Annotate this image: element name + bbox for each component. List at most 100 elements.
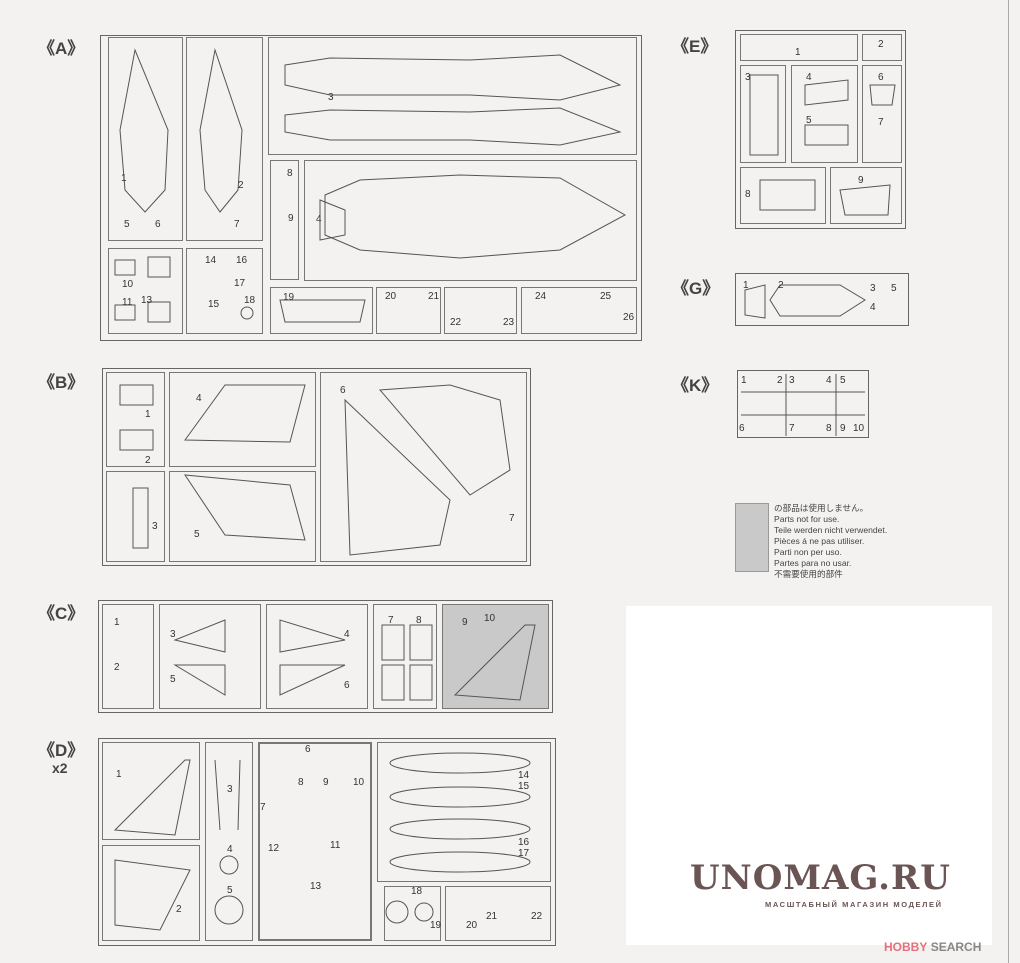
sprue-b-cell <box>106 372 165 467</box>
part-number-b: 6 <box>340 385 346 396</box>
part-number-b: 3 <box>152 521 158 532</box>
legend-line: の部品は使用しません。 <box>774 503 869 513</box>
part-number-a: 8 <box>287 168 293 179</box>
part-number-d: 12 <box>268 843 280 854</box>
part-number-a: 19 <box>283 292 295 303</box>
part-number-a: 1 <box>121 173 127 184</box>
sprue-c-cell <box>102 604 154 709</box>
part-number-a: 21 <box>428 291 440 302</box>
part-number-d: 16 <box>518 837 530 848</box>
part-number-g: 2 <box>778 280 784 291</box>
sprue-label-k: 《K》 <box>672 376 719 395</box>
sprue-c-cell <box>373 604 437 709</box>
watermark-subtitle: МАСШТАБНЫЙ МАГАЗИН МОДЕЛЕЙ <box>765 900 943 909</box>
sprue-label-e: 《E》 <box>672 37 718 56</box>
legend-line: Partes para no usar. <box>774 558 852 568</box>
part-number-e: 7 <box>878 117 884 128</box>
watermark-logo: UNOMAG.RU <box>690 858 951 898</box>
part-number-d: 3 <box>227 784 233 795</box>
part-number-a: 4 <box>316 214 322 225</box>
part-number-c: 3 <box>170 629 176 640</box>
part-number-e: 1 <box>795 47 801 58</box>
sprue-b-frame <box>102 368 531 566</box>
part-number-e: 2 <box>878 39 884 50</box>
part-number-b: 5 <box>194 529 200 540</box>
unused-parts-legend: の部品は使用しません。 Parts not for use. Teile wer… <box>774 503 887 580</box>
sprue-label-g: 《G》 <box>672 279 720 298</box>
sprue-label-a: 《A》 <box>38 39 85 58</box>
sprue-c-frame <box>98 600 553 713</box>
part-number-d: 17 <box>518 848 530 859</box>
sprue-e-cell <box>791 65 858 163</box>
part-number-d: 21 <box>486 911 498 922</box>
credit-suffix: SEARCH <box>930 940 982 954</box>
part-number-c: 5 <box>170 674 176 685</box>
sprue-a-cell <box>304 160 637 281</box>
part-number-a: 11 <box>122 297 133 308</box>
part-number-c: 4 <box>344 629 350 640</box>
part-number-b: 4 <box>196 393 202 404</box>
part-number-a: 3 <box>328 92 334 103</box>
part-number-d: 8 <box>298 777 304 788</box>
sprue-k-frame <box>737 370 869 438</box>
sprue-b-cell <box>106 471 165 562</box>
legend-line: Pièces á ne pas utiliser. <box>774 536 865 546</box>
blank-area <box>626 606 992 945</box>
sprue-c-cell <box>159 604 261 709</box>
part-number-e: 8 <box>745 189 751 200</box>
credit-brand: HOBBY <box>884 940 928 954</box>
page-edge-line <box>1008 0 1009 963</box>
sprue-d-cell <box>445 886 551 941</box>
part-number-a: 10 <box>122 279 134 290</box>
part-number-a: 23 <box>503 317 515 328</box>
legend-line: Parts not for use. <box>774 514 840 524</box>
part-number-b: 7 <box>509 513 515 524</box>
part-number-a: 26 <box>623 312 635 323</box>
part-number-d: 2 <box>176 904 182 915</box>
sprue-a-cell <box>108 248 183 334</box>
part-number-e: 3 <box>745 72 751 83</box>
hobbysearch-credit: HOBBY SEARCH <box>884 940 981 954</box>
sprue-d-cell <box>205 742 253 941</box>
part-number-a: 13 <box>141 295 153 306</box>
part-number-d: 15 <box>518 781 530 792</box>
sprue-d-quantity: x2 <box>52 760 68 776</box>
part-number-a: 25 <box>600 291 612 302</box>
sprue-b-cell <box>169 471 316 562</box>
part-number-k: 7 <box>789 423 795 434</box>
part-number-c: 6 <box>344 680 350 691</box>
sprue-a-cell <box>268 37 637 155</box>
part-number-a: 16 <box>236 255 248 266</box>
sprue-d-cell <box>377 742 551 882</box>
part-number-d: 20 <box>466 920 478 931</box>
legend-line: 不需要使用的部件 <box>774 569 843 579</box>
part-number-c: 8 <box>416 615 422 626</box>
sprue-c-cell-unused <box>442 604 549 709</box>
sprue-a-cell <box>270 287 373 334</box>
part-number-k: 6 <box>739 423 745 434</box>
part-number-a: 18 <box>244 295 256 306</box>
sprue-e-cell <box>862 65 902 163</box>
part-number-a: 9 <box>288 213 294 224</box>
part-number-a: 15 <box>208 299 220 310</box>
part-number-a: 17 <box>234 278 246 289</box>
part-number-c: 10 <box>484 613 496 624</box>
part-number-k: 8 <box>826 423 832 434</box>
part-number-k: 10 <box>853 423 865 434</box>
part-number-d: 10 <box>353 777 365 788</box>
part-number-g: 4 <box>870 302 876 313</box>
part-number-g: 3 <box>870 283 876 294</box>
part-number-d: 9 <box>323 777 329 788</box>
part-number-b: 1 <box>145 409 151 420</box>
part-number-e: 9 <box>858 175 864 186</box>
sprue-b-cell <box>169 372 316 467</box>
part-number-e: 6 <box>878 72 884 83</box>
part-number-g: 1 <box>743 280 749 291</box>
part-number-k: 2 <box>777 375 783 386</box>
legend-line: Parti non per uso. <box>774 547 842 557</box>
part-number-e: 4 <box>806 72 812 83</box>
sprue-e-cell <box>862 34 902 61</box>
legend-line: Teile werden nicht verwendet. <box>774 525 888 535</box>
part-number-k: 3 <box>789 375 795 386</box>
